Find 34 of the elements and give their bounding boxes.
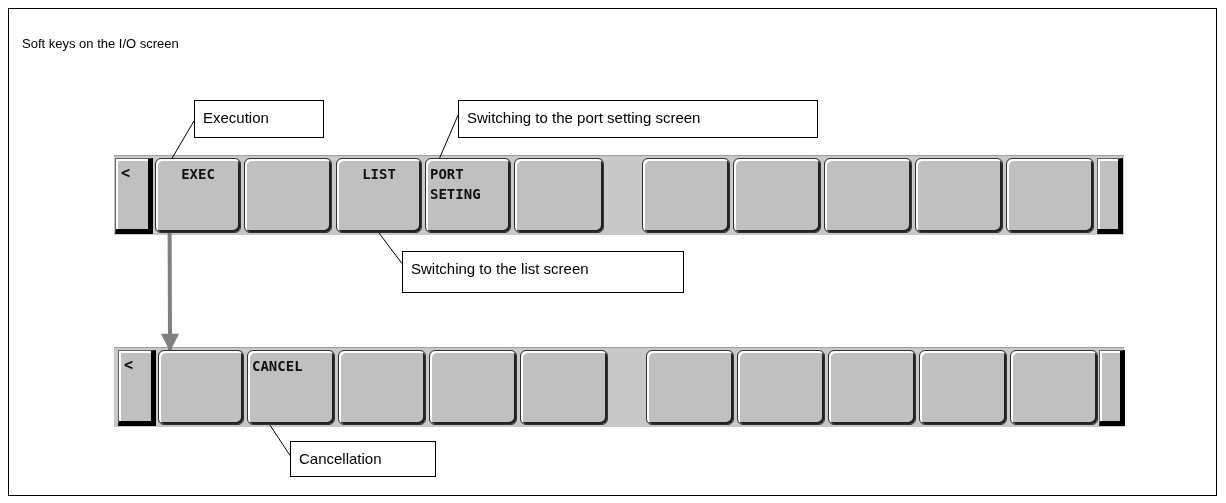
blank-soft-key <box>733 158 821 233</box>
page-left-key: < <box>118 350 156 426</box>
blank-soft-key <box>520 350 608 425</box>
blank-soft-key <box>429 350 517 425</box>
blank-soft-key <box>1006 158 1094 233</box>
leader-line <box>378 232 403 265</box>
leader-line <box>171 120 195 159</box>
blank-soft-key <box>158 350 244 425</box>
callout-box: Execution <box>194 100 324 138</box>
blank-soft-key <box>737 350 825 425</box>
callout-box: Cancellation <box>290 441 436 477</box>
blank-soft-key <box>824 158 912 233</box>
blank-soft-key <box>646 350 734 425</box>
page-right-key <box>1097 158 1123 234</box>
arrow <box>161 233 179 352</box>
leader-line <box>439 114 459 159</box>
soft-key: LIST <box>336 158 422 233</box>
leader-line <box>269 424 291 456</box>
blank-soft-key <box>1010 350 1098 425</box>
blank-soft-key <box>828 350 916 425</box>
soft-key: PORT SETING <box>425 158 511 233</box>
callout-box: Switching to the list screen <box>402 251 684 293</box>
blank-soft-key <box>642 158 730 233</box>
blank-soft-key <box>915 158 1003 233</box>
blank-soft-key <box>338 350 426 425</box>
soft-key: CANCEL <box>247 350 335 425</box>
blank-soft-key <box>919 350 1007 425</box>
blank-soft-key <box>514 158 604 233</box>
page-left-key: < <box>115 158 153 234</box>
figure-title: Soft keys on the I/O screen <box>22 36 179 51</box>
page-right-key <box>1099 350 1125 426</box>
soft-key: EXEC <box>155 158 241 233</box>
callout-box: Switching to the port setting screen <box>458 100 818 138</box>
blank-soft-key <box>244 158 332 233</box>
